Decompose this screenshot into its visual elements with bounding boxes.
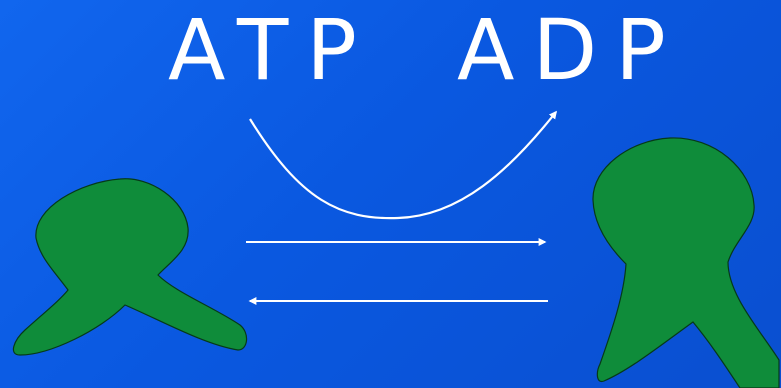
protein-open-conformation [13,179,246,355]
protein-closed-conformation [593,138,779,388]
atp-to-adp-curved-arrow [250,112,556,218]
